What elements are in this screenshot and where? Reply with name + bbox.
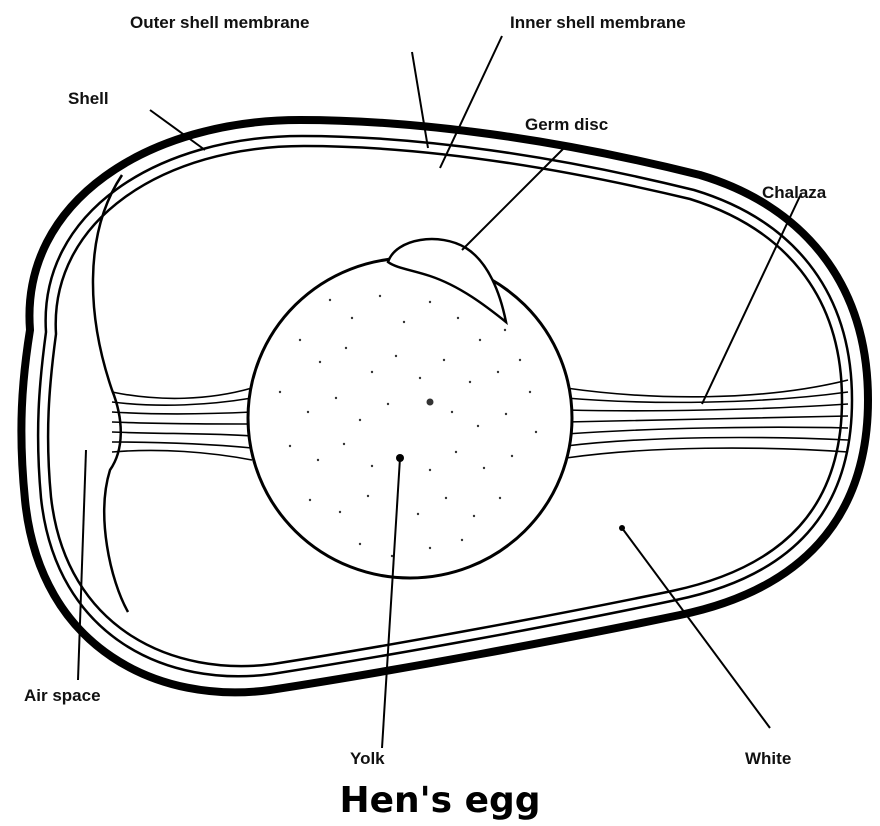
label-yolk: Yolk bbox=[350, 749, 385, 768]
yolk bbox=[248, 258, 572, 578]
chalaza-left bbox=[112, 388, 252, 460]
label-white: White bbox=[745, 749, 791, 768]
leader-outer-shell-membrane bbox=[412, 52, 428, 148]
leader-white bbox=[622, 528, 770, 728]
label-inner-shell-membrane: Inner shell membrane bbox=[510, 13, 686, 32]
label-shell: Shell bbox=[68, 89, 109, 108]
leader-air-space bbox=[78, 450, 86, 680]
label-outer-shell-membrane: Outer shell membrane bbox=[130, 13, 310, 32]
white-leader-dot bbox=[619, 525, 625, 531]
yolk-leader-dot bbox=[396, 454, 404, 462]
label-germ-disc: Germ disc bbox=[525, 115, 608, 134]
leader-germ-disc bbox=[462, 146, 566, 250]
label-air-space: Air space bbox=[24, 686, 101, 705]
label-chalaza: Chalaza bbox=[762, 183, 827, 202]
diagram-title: Hen's egg bbox=[339, 780, 540, 821]
